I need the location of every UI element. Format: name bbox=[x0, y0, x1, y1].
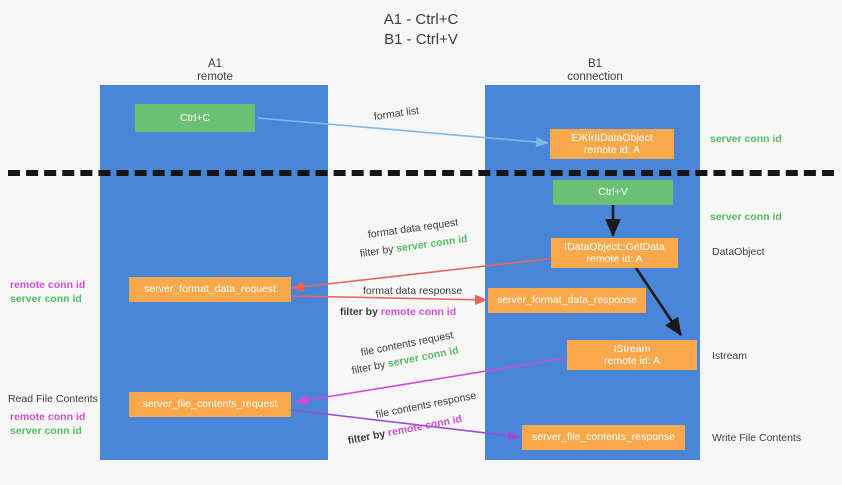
node-server-file-contents-request-label: server_file_contents_request bbox=[142, 398, 278, 411]
node-ctrl-c[interactable]: Ctrl+C bbox=[135, 104, 255, 132]
lane-b1-name: B1 bbox=[587, 58, 603, 70]
title-line-1: A1 - Ctrl+C bbox=[383, 11, 459, 28]
right-label-server-conn-id-mid-text: server conn id bbox=[710, 211, 782, 223]
right-label-dataobject: DataObject bbox=[712, 246, 765, 260]
left-label-read-file-contents: Read File Contents bbox=[8, 393, 98, 407]
node-idataobject-line1: ЕЖЇrІIDataObject bbox=[571, 131, 653, 144]
right-label-server-conn-id-top: server conn id bbox=[710, 133, 782, 147]
node-getdata-line2: remote id: A bbox=[586, 253, 643, 265]
phase-divider bbox=[8, 170, 834, 176]
title-line-2: B1 - Ctrl+V bbox=[384, 31, 458, 48]
page-title: A1 - Ctrl+C B1 - Ctrl+V bbox=[0, 10, 842, 50]
node-server-format-data-request[interactable]: server_format_data_request bbox=[129, 277, 291, 302]
node-ctrl-c-label: Ctrl+C bbox=[179, 111, 211, 124]
right-label-istream-text: Istream bbox=[712, 350, 748, 362]
right-label-server-conn-id-mid: server conn id bbox=[710, 211, 782, 225]
left-server-conn-id-1: server conn id bbox=[10, 292, 82, 305]
edge-label-file-contents-response-filter: filter by remote conn id bbox=[347, 413, 463, 448]
edge-label-file-contents-response: file contents response bbox=[375, 390, 478, 422]
left-read-file-contents-text: Read File Contents bbox=[8, 393, 98, 405]
node-server-format-data-response[interactable]: server_format_data_response bbox=[488, 288, 646, 313]
node-server-file-contents-response-label: server_file_contents_response bbox=[531, 431, 675, 444]
node-server-format-data-request-label: server_format_data_request bbox=[144, 283, 276, 296]
edge-label-format-data-response-text: format data response bbox=[363, 285, 463, 297]
node-idataobject-line2: remote id: A bbox=[583, 144, 641, 156]
node-server-file-contents-response[interactable]: server_file_contents_response bbox=[522, 425, 685, 450]
edge-label-format-list-text: format list bbox=[373, 104, 420, 123]
filter-prefix-4: filter by bbox=[346, 427, 390, 447]
filter-value-2: remote conn id bbox=[380, 306, 457, 318]
edge-label-format-list: format list bbox=[373, 105, 420, 124]
lane-a1-name: A1 bbox=[207, 58, 223, 70]
filter-prefix-1: filter by bbox=[359, 242, 398, 260]
filter-prefix-3: filter by bbox=[350, 358, 390, 377]
right-label-write-file-contents: Write File Contents bbox=[712, 432, 801, 446]
node-ctrl-v[interactable]: Ctrl+V bbox=[553, 180, 673, 205]
filter-prefix-2: filter by bbox=[340, 306, 381, 318]
node-getdata-line1: IDataObject::GetData bbox=[564, 240, 665, 253]
node-idataobject[interactable]: ЕЖЇrІIDataObject remote id: A bbox=[550, 129, 674, 159]
left-server-conn-id-2: server conn id bbox=[10, 424, 82, 437]
right-label-istream: Istream bbox=[712, 350, 747, 364]
lane-header-b1: B1 connection bbox=[515, 58, 675, 84]
right-label-dataobject-text: DataObject bbox=[712, 246, 765, 258]
node-istream-line2: remote id: A bbox=[603, 355, 661, 367]
edge-label-file-contents-response-text: file contents response bbox=[374, 389, 478, 421]
node-istream-line1: IStream bbox=[613, 342, 651, 355]
node-server-format-data-response-label: server_format_data_response bbox=[496, 294, 638, 307]
right-label-write-file-contents-text: Write File Contents bbox=[712, 432, 802, 444]
lane-a1-sub: remote bbox=[197, 71, 233, 83]
edge-label-format-data-response: format data response bbox=[363, 285, 462, 298]
left-remote-conn-id-2: remote conn id bbox=[10, 411, 86, 423]
lane-b1-sub: connection bbox=[567, 71, 623, 83]
right-label-server-conn-id-top-text: server conn id bbox=[710, 133, 782, 145]
edge-label-format-data-response-filter: filter by remote conn id bbox=[340, 306, 456, 319]
node-server-file-contents-request[interactable]: server_file_contents_request bbox=[129, 392, 291, 417]
lane-header-a1: A1 remote bbox=[130, 58, 300, 84]
left-label-conn-ids-2: remote conn id server conn id bbox=[10, 411, 85, 438]
node-istream[interactable]: IStream remote id: A bbox=[567, 340, 697, 370]
left-label-conn-ids-1: remote conn id server conn id bbox=[10, 279, 85, 306]
left-remote-conn-id-1: remote conn id bbox=[10, 279, 86, 291]
node-ctrl-v-label: Ctrl+V bbox=[598, 186, 628, 199]
node-idataobject-getdata[interactable]: IDataObject::GetData remote id: A bbox=[551, 238, 678, 268]
